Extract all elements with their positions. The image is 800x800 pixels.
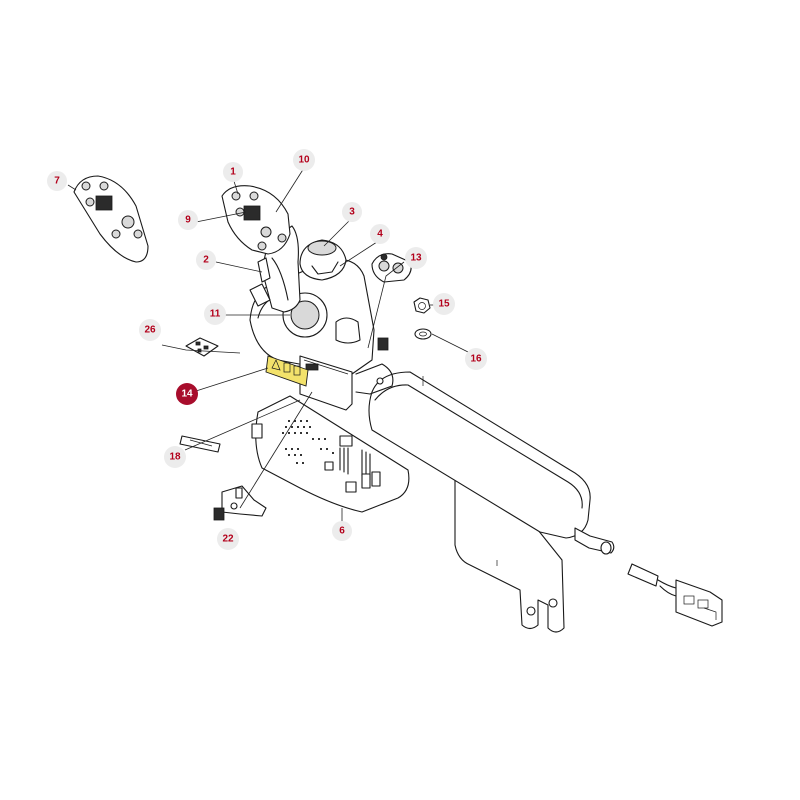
circuit-board — [251, 395, 410, 513]
callout-label-4: 4 — [377, 229, 383, 240]
callout-18: 18 — [164, 446, 186, 468]
armrest-assembly — [368, 371, 615, 633]
callout-label-18: 18 — [169, 452, 181, 463]
callout-6: 6 — [332, 521, 352, 541]
callout-11: 11 — [204, 303, 226, 325]
callout-label-26: 26 — [144, 325, 156, 336]
callout-10: 10 — [293, 149, 315, 171]
callout-label-9: 9 — [185, 215, 191, 226]
callout-13: 13 — [405, 247, 427, 269]
callout-label-2: 2 — [203, 255, 209, 266]
warning-decal — [265, 355, 309, 387]
callout-label-1: 1 — [230, 167, 236, 178]
callout-label-13: 13 — [410, 253, 422, 264]
sensor-bracket — [213, 485, 267, 521]
callout-label-3: 3 — [349, 207, 355, 218]
callout-4: 4 — [370, 224, 390, 244]
detached-button-panel — [73, 175, 149, 263]
callout-label-10: 10 — [298, 155, 310, 166]
callout-label-15: 15 — [438, 299, 450, 310]
callout-7: 7 — [47, 171, 67, 191]
callout-16: 16 — [465, 348, 487, 370]
callout-26: 26 — [139, 319, 161, 341]
callout-label-22: 22 — [222, 534, 234, 545]
callout-label-6: 6 — [339, 526, 345, 537]
callout-14: 14 — [176, 383, 198, 405]
washer — [414, 328, 432, 340]
hex-nut — [413, 297, 431, 314]
callout-22: 22 — [217, 528, 239, 550]
connector-plug — [627, 563, 723, 627]
callout-15: 15 — [433, 293, 455, 315]
handle-top — [221, 185, 291, 255]
joystick-base — [282, 292, 328, 338]
callout-2: 2 — [196, 250, 216, 270]
callout-label-16: 16 — [470, 354, 482, 365]
rotary-knob — [299, 239, 347, 281]
callout-1: 1 — [223, 162, 243, 182]
callout-3: 3 — [342, 202, 362, 222]
callout-9: 9 — [178, 210, 198, 230]
small-pcb — [185, 337, 219, 357]
callout-label-14: 14 — [181, 389, 193, 400]
callout-label-7: 7 — [54, 176, 60, 187]
callout-label-11: 11 — [210, 309, 221, 320]
leader-lines — [67, 167, 469, 522]
switch-block — [371, 253, 412, 283]
